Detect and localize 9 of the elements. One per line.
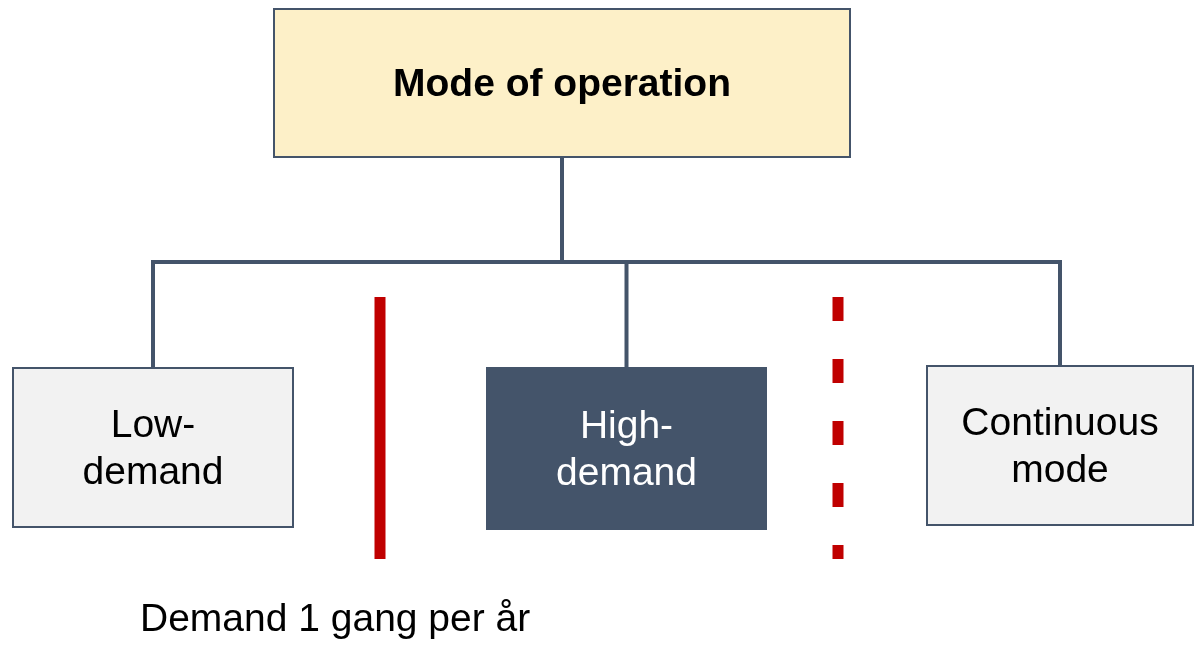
node-label: Low-demand <box>81 400 225 494</box>
note-text: Demand 1 gang per år <box>140 596 531 640</box>
category-box <box>926 365 1194 526</box>
node-label: Continuous mode <box>960 398 1160 492</box>
category-box <box>12 367 294 528</box>
node-label: High-demand <box>555 401 698 495</box>
node-label: Mode of operation <box>393 59 731 106</box>
root-box <box>273 8 851 158</box>
highlighted-category-box <box>486 367 767 530</box>
